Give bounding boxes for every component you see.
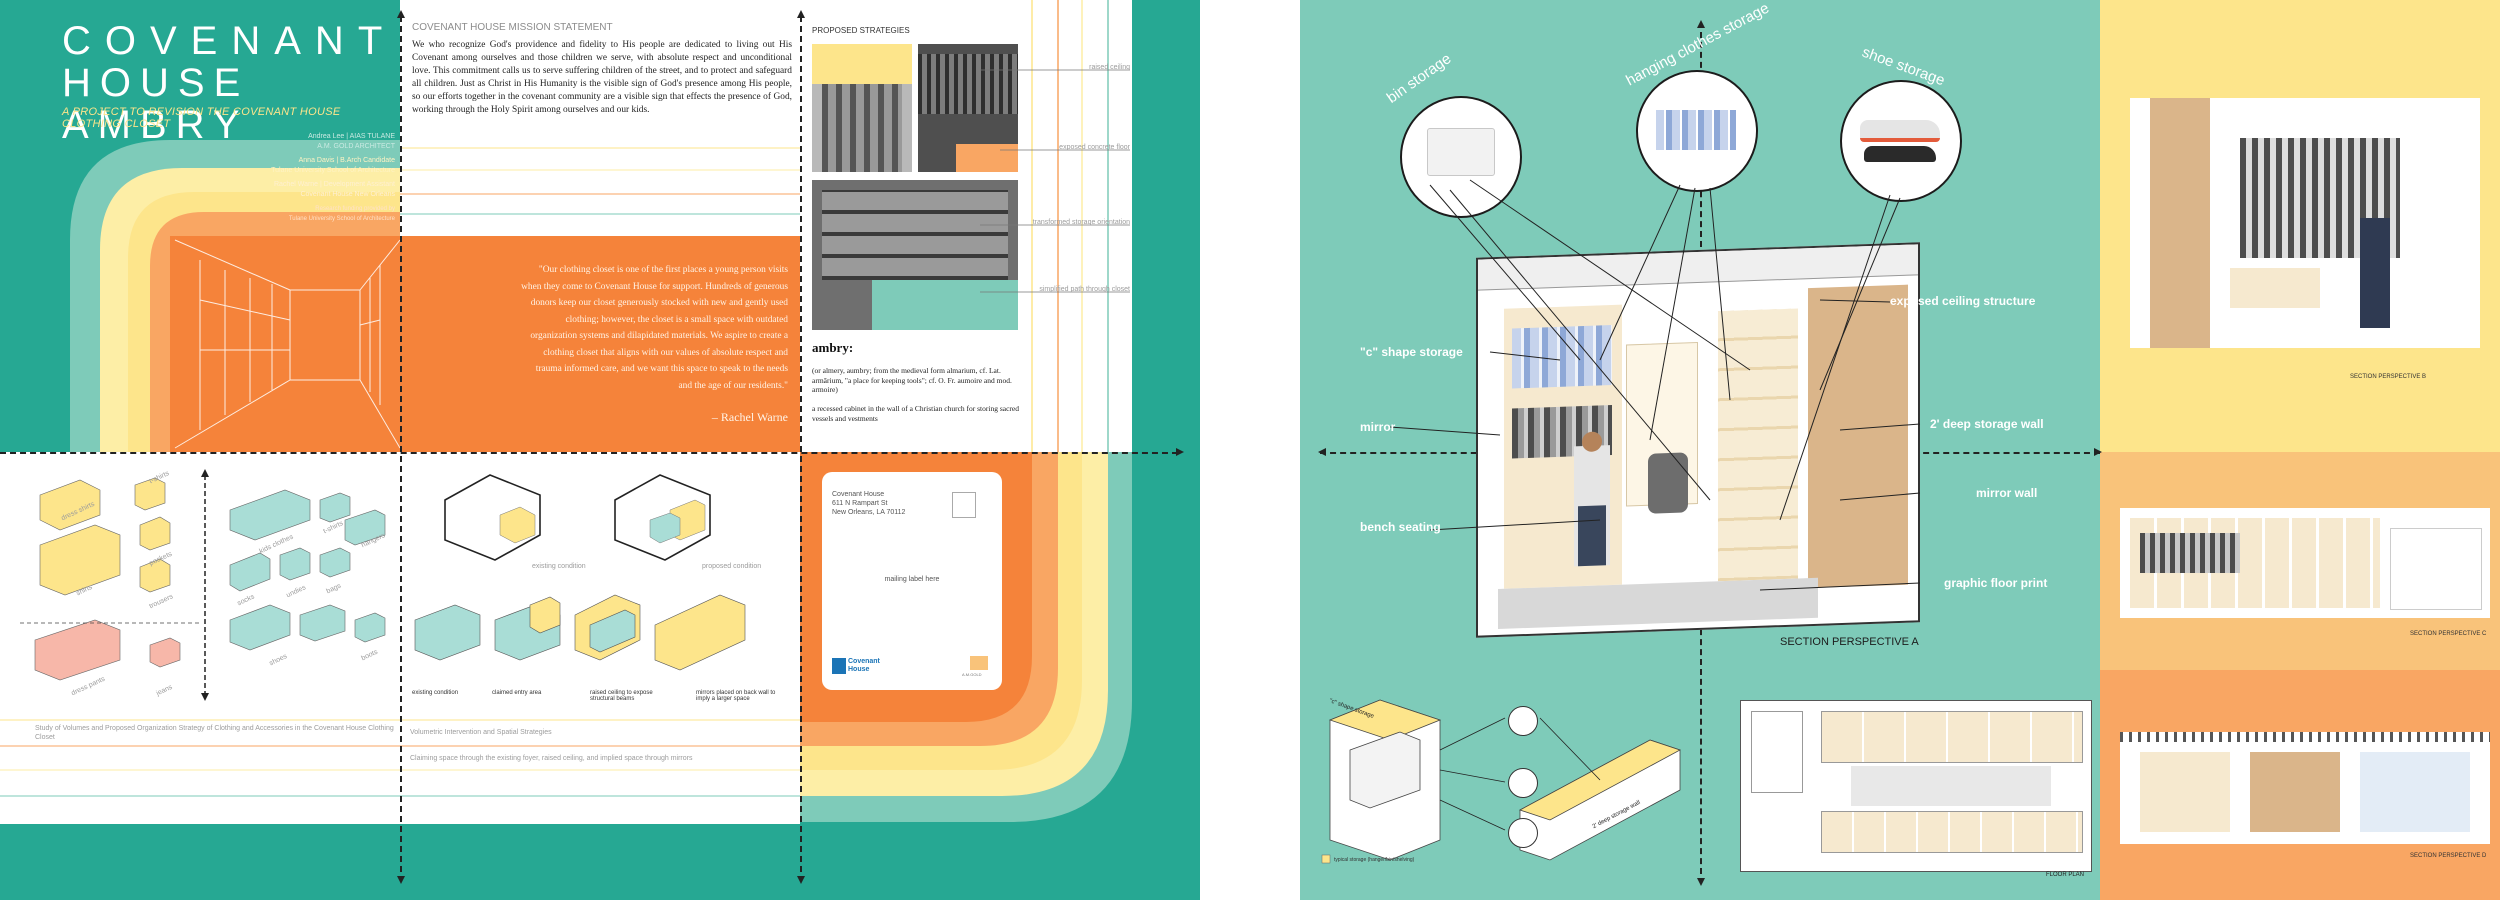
funding-note: Research funding provided by (315, 206, 395, 212)
section-b-label: mirror (2462, 210, 2478, 216)
quote-text: "Our clothing closet is one of the first… (521, 265, 788, 391)
address-line: New Orleans, LA 70112 (832, 509, 906, 516)
strategy-label: exposed concrete floor (1059, 144, 1130, 151)
section-b-label: linen wall (2453, 190, 2478, 196)
address-line: 611 N Rampart St (832, 500, 888, 507)
section-b-label: shoe bins (2452, 270, 2478, 276)
credits-block: Andrea Lee | AIAS TULANE A.M. GOLD ARCHI… (230, 132, 395, 224)
ambry-definition: a recessed cabinet in the wall of a Chri… (812, 404, 1020, 423)
photo-concrete-floor (918, 44, 1018, 172)
credit-line: Anna Davis | B.Arch Candidate (298, 157, 395, 164)
amgold-logo-icon (970, 656, 988, 670)
callout-c-shape-storage: "c" shape storage (1360, 345, 1463, 359)
section-perspective-c (2120, 508, 2490, 618)
leader-lines (1389, 179, 1921, 591)
vol-caption: Volumetric Intervention and Spatial Stra… (410, 729, 552, 736)
section-b-labels: clothing shoe storage linen wall mirror … (2380, 150, 2478, 276)
dress-shoe-icon (1864, 146, 1936, 162)
figure (2360, 218, 2390, 328)
mission-text: We who recognize God's providence and fi… (412, 40, 792, 115)
axis-line-vertical (400, 16, 402, 872)
strategy-label: transformed storage orientation (1032, 219, 1130, 226)
section-b-label: clothing (2457, 150, 2478, 156)
callout-storage-wall: 2' deep storage wall (1930, 417, 2044, 431)
study-caption: Study of Volumes and Proposed Organizati… (35, 725, 394, 741)
title-line-2: HOUSE AMBRY (62, 61, 250, 147)
hanging-clothes-bubble (1636, 70, 1758, 192)
bin-mini-icon (1508, 706, 1538, 736)
mission-heading: COVENANT HOUSE MISSION STATEMENT (412, 22, 613, 33)
section-a-title: SECTION PERSPECTIVE A (1780, 636, 1919, 648)
mailing-label: mailing label here (884, 576, 940, 583)
callout-bench-seating: bench seating (1360, 520, 1441, 534)
floor-plan-title: FLOOR PLAN (2046, 872, 2085, 878)
section-d-title: SECTION PERSPECTIVE D (2410, 853, 2487, 859)
left-spread: COVENANT HOUSE AMBRY A PROJECT TO REVISI… (0, 0, 1200, 900)
vol-caption: Claiming space through the existing foye… (410, 755, 693, 762)
strategies-heading: PROPOSED STRATEGIES (812, 26, 910, 35)
amgold-text: A.M.GOLD (962, 672, 982, 677)
address-line: Covenant House (832, 491, 885, 498)
step-label: mirrors placed on back wall to imply a l… (696, 690, 776, 702)
massing-diagrams (414, 474, 746, 671)
step-label: existing condition (412, 690, 459, 696)
logo-text: Covenant (848, 658, 880, 665)
subtitle: A PROJECT TO REVISION THE COVENANT HOUSE… (62, 106, 341, 130)
callout-floor-print: graphic floor print (1944, 576, 2048, 590)
title-line-1: COVENANT (62, 19, 397, 63)
step-label: raised ceiling to expose structural beam… (590, 690, 653, 702)
mailer-address: Covenant House 611 N Rampart St New Orle… (832, 490, 905, 517)
shoe-storage-bubble (1840, 80, 1962, 202)
hanging-shirts-icon (1656, 110, 1736, 150)
shoe-mini-icon (1508, 818, 1538, 848)
section-b-label: bench (2461, 250, 2478, 256)
massing-label: existing condition (532, 563, 586, 570)
credit-line: Andrea Lee | AIAS TULANE (308, 133, 395, 140)
section-perspective-d (2120, 732, 2490, 844)
section-b-title: SECTION PERSPECTIVE B (2350, 374, 2427, 380)
callout-mirror-wall: mirror wall (1976, 486, 2038, 500)
sneaker-icon (1860, 120, 1940, 142)
section-b-label: hanging storage (2434, 230, 2478, 236)
callout-ceiling-structure: exposed ceiling structure (1890, 294, 2036, 308)
quote-author: – Rachel Warne (711, 410, 788, 424)
logo-text: House (848, 666, 870, 673)
logo-mark-icon (832, 658, 846, 674)
photo-storage-orientation (812, 180, 1018, 330)
shirt-mini-icon (1508, 768, 1538, 798)
credit-line: Rachel Warne | Development Assistant (273, 181, 395, 188)
massing-label: proposed condition (702, 563, 762, 570)
stamp-box (952, 492, 976, 518)
volume-study-drawing (20, 469, 386, 701)
axis-line-horizontal (0, 452, 1178, 454)
strategy-leaders (980, 69, 1130, 293)
section-perspective-b (2130, 98, 2480, 348)
callout-mirror: mirror (1360, 420, 1396, 434)
strategy-label: simplified path through closet (1039, 286, 1130, 293)
photo-raised-ceiling (812, 44, 912, 172)
section-c-title: SECTION PERSPECTIVE C (2410, 631, 2487, 637)
section-b-label: shoe storage (2443, 170, 2478, 176)
ambry-heading: ambry: (812, 340, 854, 355)
credit-line: Covenant House New Orleans (300, 191, 395, 198)
legend-note: typical storage (hanger/bin/shelving) (1334, 857, 1415, 863)
bin-icon (1427, 128, 1495, 176)
page-title: COVENANT HOUSE AMBRY (62, 20, 402, 146)
ambry-etymology: (or almery, aumbry; from the medieval fo… (812, 366, 1012, 394)
step-label: claimed entry area (492, 690, 542, 696)
storage-axon (1321, 699, 1682, 864)
credit-line: A.M. GOLD ARCHITECT (317, 143, 395, 150)
bin-storage-bubble (1400, 96, 1522, 218)
axis-arrows (397, 10, 805, 884)
axis-line-vertical (800, 16, 802, 872)
floor-plan (1740, 700, 2092, 872)
funding-note: Tulane University School of Architecture (288, 216, 395, 222)
right-spread: bin storage hanging clothes storage shoe… (1300, 0, 2500, 900)
mailer-card: Covenant House 611 N Rampart St New Orle… (822, 472, 1002, 690)
mission-section: COVENANT HOUSE MISSION STATEMENT We who … (412, 22, 792, 117)
axis-arrow-right (1176, 448, 1184, 456)
strategy-label: raised ceiling (1089, 64, 1130, 71)
credit-line: Tulane University School of Architecture (271, 167, 395, 174)
axis-arrows (1318, 20, 2102, 886)
